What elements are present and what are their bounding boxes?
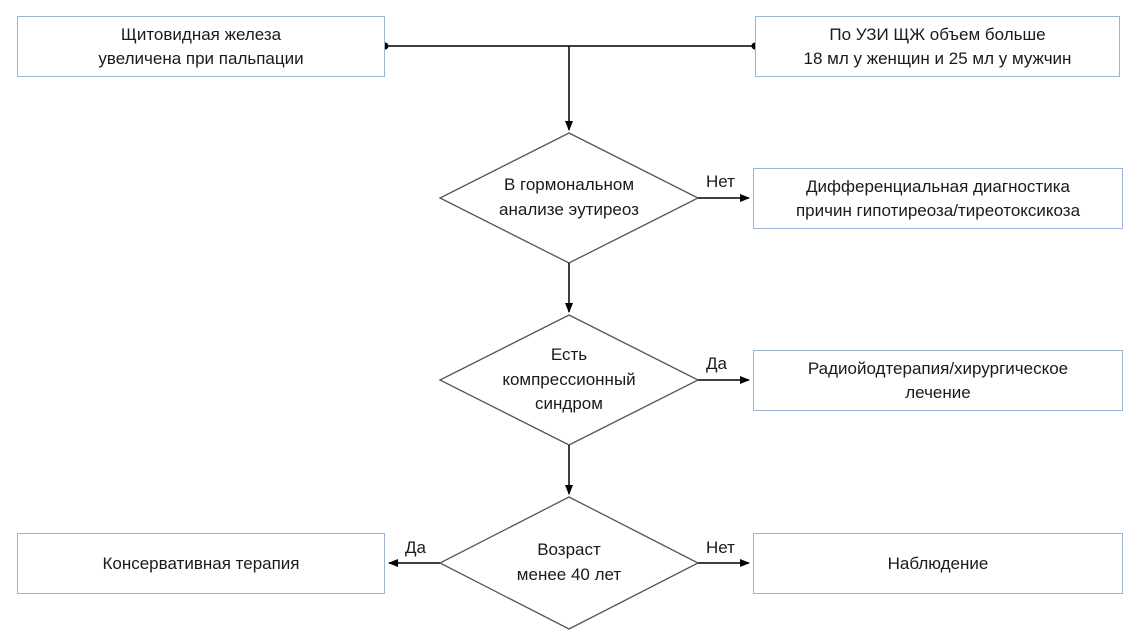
box-observation-line-1: Наблюдение [887,553,989,573]
decision-compression-line-2: компрессионный [502,369,636,389]
box-radioiodine-line-2: лечение [905,382,971,402]
box-palpation-line-1: Щитовидная железа [120,24,282,44]
box-radioiodine-line-1: Радиойодтерапия/хирургическое [807,358,1069,378]
decision-age-line-1: Возраст [537,540,601,560]
decision-compression-line-1: Есть [550,345,588,365]
box-conservative: Консервативная терапия [17,533,385,594]
label-age-no: Нет [706,538,735,557]
label-age-yes: Да [405,538,426,557]
decision-age-line-2: менее 40 лет [516,565,622,584]
box-radioiodine: Радиойодтерапия/хирургическое лечение [753,350,1123,411]
box-ultrasound-line-2: 18 мл у женщин и 25 мл у мужчин [803,48,1072,68]
box-diff-diagnostics-line-1: Дифференциальная диагностика [806,176,1070,196]
decision-euthyroid-line-1: В гормональном [503,175,635,195]
box-palpation-line-2: увеличена при пальпации [98,48,304,68]
box-ultrasound: По УЗИ ЩЖ объем больше 18 мл у женщин и … [755,16,1120,77]
box-diff-diagnostics-line-2: причин гипотиреоза/тиреотоксикоза [795,200,1081,220]
decision-euthyroid-line-2: анализе эутиреоз [499,200,639,219]
label-euthyroid-no: Нет [706,172,735,191]
decision-compression: Есть компрессионный синдром [469,338,669,422]
decision-age-shape [438,496,700,630]
box-diff-diagnostics: Дифференциальная диагностика причин гипо… [753,168,1123,229]
decision-compression-line-3: синдром [535,394,603,414]
decision-euthyroid: В гормональном анализе эутиреоз [469,168,669,228]
decision-age: Возраст менее 40 лет [469,533,669,593]
box-ultrasound-line-1: По УЗИ ЩЖ объем больше [829,24,1046,44]
label-compression-yes: Да [706,354,727,373]
box-observation: Наблюдение [753,533,1123,594]
box-palpation: Щитовидная железа увеличена при пальпаци… [17,16,385,77]
box-conservative-line-1: Консервативная терапия [102,553,300,573]
